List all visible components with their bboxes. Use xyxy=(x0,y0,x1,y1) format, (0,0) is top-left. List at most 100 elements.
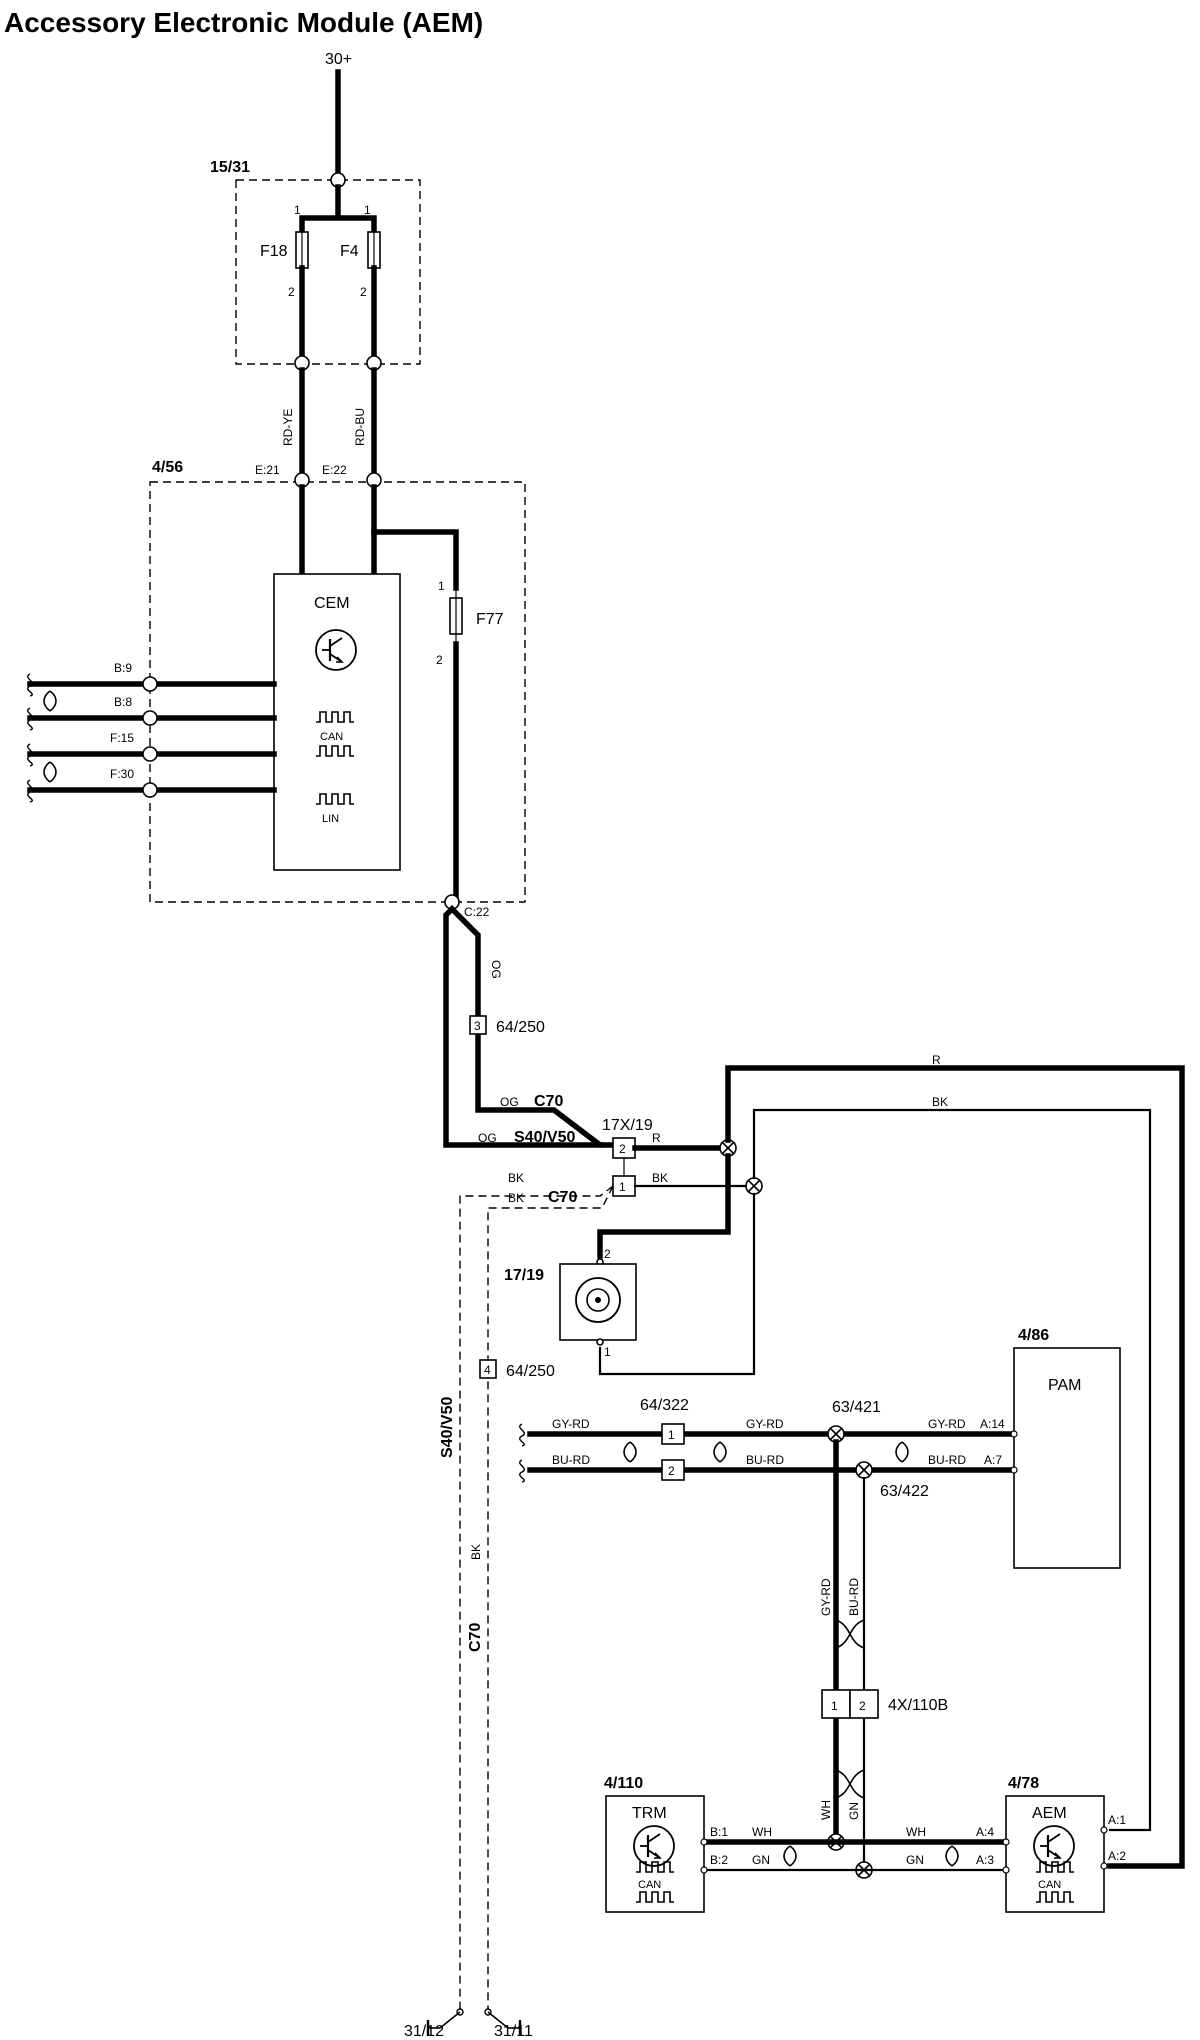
wire-label-bu-rd-vertical: BU-RD xyxy=(847,1578,861,1616)
c17x19-pin2: 2 xyxy=(619,1142,626,1156)
wire-label-bk-short: BK xyxy=(652,1171,668,1185)
variant-c70-label-top: C70 xyxy=(534,1093,563,1110)
splice-63-422-icon xyxy=(855,1461,873,1479)
c64-322-pin2-box xyxy=(661,1459,685,1481)
wire-label-bk: BK xyxy=(932,1095,948,1109)
aem-id: 4/78 xyxy=(1008,1775,1039,1792)
f77-label: F77 xyxy=(476,611,504,628)
wire-label-wh-right: WH xyxy=(906,1825,926,1839)
twist-f15-f30-icon xyxy=(43,761,57,783)
twist-vertical-upper-icon xyxy=(835,1619,865,1649)
twist-mid-icon xyxy=(713,1441,727,1463)
fusebox-outline xyxy=(235,179,421,365)
ground-31-12-label: 31/12 xyxy=(404,2023,444,2040)
cem-pin-b8: B:8 xyxy=(114,695,132,709)
socket-pin2: 2 xyxy=(604,1247,611,1261)
c4x110b-label: 4X/110B xyxy=(888,1697,948,1714)
fuse-a-pin1: 1 xyxy=(294,203,301,217)
aem-pin-a1: A:1 xyxy=(1108,1813,1126,1827)
c64-250-pin4: 4 xyxy=(484,1363,491,1377)
ground-31-11-label: 31/11 xyxy=(494,2023,533,2040)
ground-31-12-symbol xyxy=(426,2008,464,2036)
trm-id: 4/110 xyxy=(604,1775,643,1792)
variant-c70-label-bk: C70 xyxy=(548,1189,577,1206)
cem-pin-e22: E:22 xyxy=(322,463,347,477)
c64-250-pin4-box xyxy=(479,1359,497,1379)
f77-pin2: 2 xyxy=(436,653,443,667)
fuse-a-label: F18 xyxy=(260,243,288,260)
cem-left-bus: B:9 B:8 F:15 F:30 xyxy=(26,661,277,803)
ground-31-11-symbol xyxy=(484,2008,522,2036)
wire-label-gn-vertical: GN xyxy=(847,1802,861,1820)
can-bus-section: GY-RD BU-RD 64/322 1 2 GY-RD BU-RD GY-RD… xyxy=(518,1397,1017,1500)
cem-lin-label: LIN xyxy=(322,813,339,825)
variant-c70-label-vertical: C70 xyxy=(467,1623,484,1652)
c64-322-pin1-box xyxy=(661,1423,685,1445)
cem-pin-f15: F:15 xyxy=(110,731,134,745)
wire-label-gy-rd-mid: GY-RD xyxy=(746,1417,784,1431)
pam-id: 4/86 xyxy=(1018,1327,1049,1344)
c64-250-pin3: 3 xyxy=(474,1019,481,1033)
twist-vertical-lower-icon xyxy=(835,1769,865,1799)
twist-b9-b8-icon xyxy=(43,690,57,712)
c4x110b-pin2: 2 xyxy=(859,1699,866,1713)
twist-left-icon xyxy=(623,1441,637,1463)
cem-pin-c22: C:22 xyxy=(464,905,490,919)
twist-aem-icon xyxy=(945,1845,959,1867)
wire-r-to-aem xyxy=(725,1065,1185,1869)
cem-can-label: CAN xyxy=(320,731,343,743)
wire-e22-f77 xyxy=(371,529,459,591)
splice-63-422-label: 63/422 xyxy=(880,1483,929,1500)
cem-pin-f30: F:30 xyxy=(110,767,134,781)
trm-transistor-icon xyxy=(632,1824,676,1868)
cem-pin-e21: E:21 xyxy=(255,463,280,477)
splice-63-421-label: 63/421 xyxy=(832,1399,881,1416)
aem-name: AEM xyxy=(1032,1805,1067,1822)
wire-label-gn-right: GN xyxy=(906,1853,924,1867)
trm-name: TRM xyxy=(632,1805,667,1822)
trm-pin-b1: B:1 xyxy=(710,1825,728,1839)
wire-label-bk-c70: BK xyxy=(508,1191,524,1205)
wire-label-gy-rd-vertical: GY-RD xyxy=(819,1578,833,1616)
wire-bk-to-socket xyxy=(598,1192,756,1376)
wire-label-bu-rd-mid: BU-RD xyxy=(746,1453,784,1467)
wire-label-wh-vertical: WH xyxy=(819,1800,833,1820)
wire-label-rd-ye: RD-YE xyxy=(281,409,295,446)
wire-label-bk-s40: BK xyxy=(508,1171,524,1185)
wire-bk-c70-ground xyxy=(487,1185,614,2010)
fusebox-bus xyxy=(299,184,377,239)
wire-label-og-c70: OG xyxy=(500,1095,519,1109)
c64-322-label: 64/322 xyxy=(640,1397,689,1414)
wire-label-bu-rd-left: BU-RD xyxy=(552,1453,590,1467)
aem-pin-a2: A:2 xyxy=(1108,1849,1126,1863)
wire-label-gy-rd-left: GY-RD xyxy=(552,1417,590,1431)
aem-can-label: CAN xyxy=(1038,1879,1061,1891)
socket-pin1: 1 xyxy=(604,1345,611,1359)
aem-pin-a3: A:3 xyxy=(976,1853,994,1867)
wire-label-r: R xyxy=(932,1053,941,1067)
socket-center-icon xyxy=(595,1297,601,1303)
wire-label-bk-vertical: BK xyxy=(469,1544,483,1560)
fuse-b-pin2: 2 xyxy=(360,285,367,299)
cem-box xyxy=(273,573,401,871)
trm-pin-b2: B:2 xyxy=(710,1853,728,1867)
aem-transistor-icon xyxy=(1032,1824,1076,1868)
c17x19-label: 17X/19 xyxy=(602,1117,653,1134)
socket-pin1-node xyxy=(596,1338,604,1346)
wire-bk-s40v50-ground xyxy=(459,1185,614,2010)
fuse-b-label: F4 xyxy=(340,243,359,260)
wire-og-s40v50 xyxy=(443,905,603,1148)
variant-s40v50-label-top: S40/V50 xyxy=(514,1129,575,1146)
twist-right-icon xyxy=(895,1441,909,1463)
c4x110b-pin2-box xyxy=(849,1689,879,1719)
supply-label: 30+ xyxy=(325,51,352,68)
pam-pin-a14: A:14 xyxy=(980,1417,1005,1431)
cem-name: CEM xyxy=(314,595,350,612)
cem-transistor-icon xyxy=(314,628,358,672)
pam-box xyxy=(1013,1347,1121,1569)
c64-250-label-bottom: 64/250 xyxy=(506,1363,555,1380)
wire-label-gn-left: GN xyxy=(752,1853,770,1867)
c4x110b-pin1: 1 xyxy=(831,1699,838,1713)
wire-label-og: OG xyxy=(489,960,503,979)
